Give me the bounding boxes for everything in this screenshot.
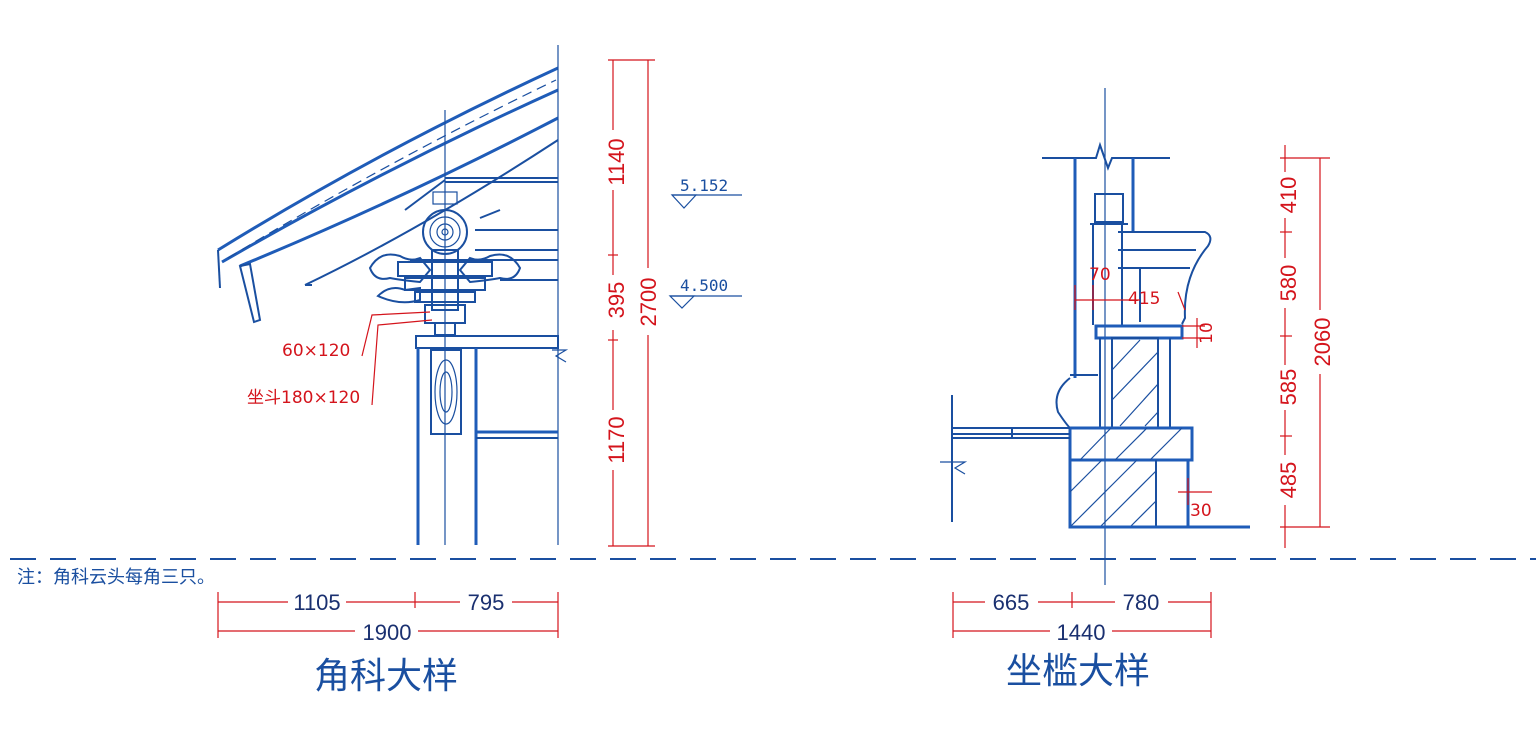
dim-1170: 1170	[604, 416, 629, 463]
right-detail-title: 坐槛大样	[1006, 651, 1150, 692]
dim-70: 70	[1089, 265, 1111, 285]
dim-2700: 2700	[636, 278, 661, 327]
dim-2060: 2060	[1310, 318, 1335, 367]
right-vertical-dimensions	[1280, 145, 1330, 548]
dim-30: 30	[1190, 501, 1212, 521]
label-60x120: 60×120	[282, 341, 350, 361]
dim-410: 410	[1276, 177, 1301, 214]
left-vertical-dimensions	[608, 59, 655, 547]
elevation-4-500: 4.500	[680, 276, 728, 295]
dim-415: 415	[1128, 289, 1160, 309]
dim-1105: 1105	[293, 590, 340, 615]
left-labels	[361, 311, 433, 406]
dim-795: 795	[468, 590, 505, 615]
dim-10: 10	[1197, 322, 1217, 344]
left-horizontal-dimensions	[217, 592, 559, 638]
dim-1140: 1140	[604, 138, 629, 185]
dim-485: 485	[1276, 462, 1301, 499]
dim-395: 395	[604, 282, 629, 319]
dim-665: 665	[993, 590, 1030, 615]
dim-585: 585	[1276, 369, 1301, 406]
right-horizontal-dimensions	[952, 592, 1212, 638]
left-detail-drawing	[217, 45, 742, 545]
dim-1440: 1440	[1057, 620, 1106, 645]
right-detail-drawing	[940, 88, 1250, 585]
note-text: 注：角科云头每角三只。	[17, 567, 215, 588]
dim-1900: 1900	[363, 620, 412, 645]
right-inner-dimensions	[1074, 285, 1212, 505]
label-zuodou: 坐斗180×120	[247, 388, 360, 408]
left-detail-title: 角科大样	[314, 656, 458, 697]
dim-780: 780	[1123, 590, 1160, 615]
elevation-5-152: 5.152	[680, 176, 728, 195]
dim-580: 580	[1276, 265, 1301, 302]
